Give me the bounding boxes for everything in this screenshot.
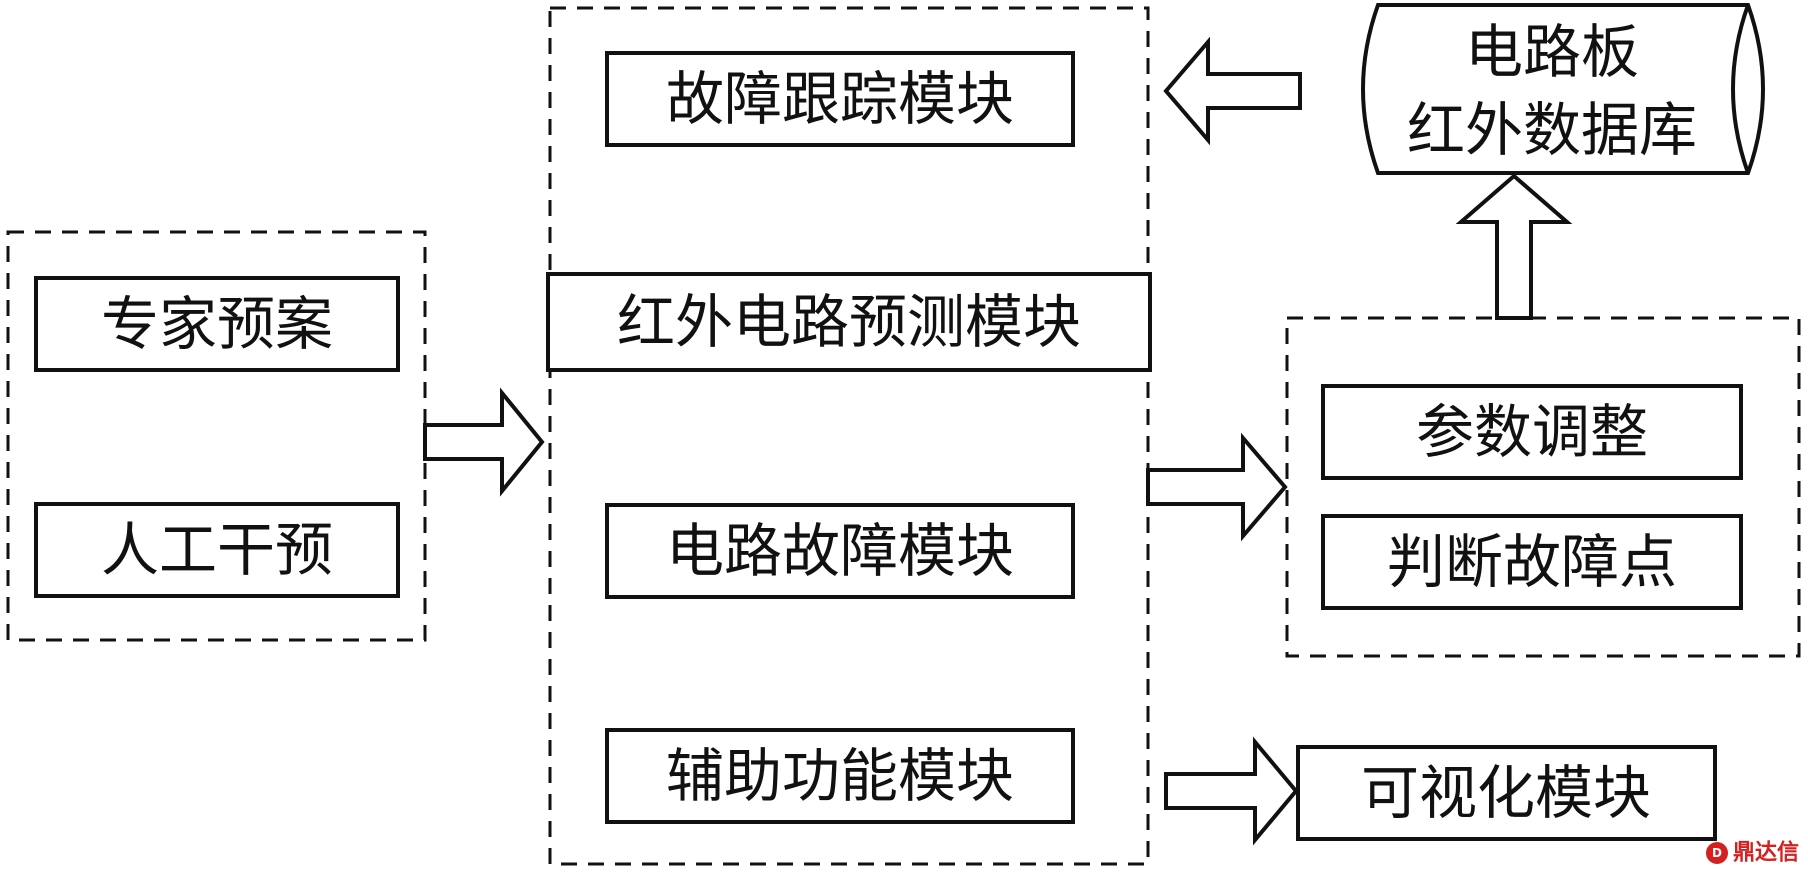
manual-intervention-node: 人工干预: [34, 502, 400, 598]
arrow-center-to-right-group: [1146, 432, 1288, 542]
auxiliary-function-node: 辅助功能模块: [605, 728, 1075, 824]
circuit-fault-node: 电路故障模块: [605, 503, 1075, 599]
manual-intervention-label: 人工干预: [101, 516, 333, 584]
watermark-logo: D 鼎达信: [1706, 840, 1799, 866]
auxiliary-function-label: 辅助功能模块: [666, 742, 1014, 810]
expert-plan-label: 专家预案: [101, 290, 333, 358]
arrow-left-to-center: [423, 387, 545, 497]
watermark-logo-icon: [1706, 842, 1728, 864]
watermark-text: 鼎达信: [1733, 840, 1799, 866]
fault-point-node: 判断故障点: [1321, 514, 1743, 610]
visualization-node: 可视化模块: [1296, 745, 1717, 841]
database-line-1: 电路板: [1465, 18, 1639, 86]
parameter-adjust-label: 参数调整: [1416, 398, 1648, 466]
right-group-frame: [1285, 316, 1801, 658]
circuit-fault-label: 电路故障模块: [666, 517, 1014, 585]
infrared-prediction-node: 红外电路预测模块: [546, 272, 1152, 372]
fault-point-label: 判断故障点: [1387, 528, 1677, 596]
arrow-auxiliary-to-visualization: [1164, 736, 1299, 846]
center-group-frame: [548, 6, 1150, 866]
svg-text:D: D: [1712, 846, 1722, 860]
arrow-database-to-tracking: [1163, 36, 1302, 146]
database-cylinder: 电路板 红外数据库: [1361, 3, 1765, 175]
expert-plan-node: 专家预案: [34, 276, 400, 372]
visualization-label: 可视化模块: [1361, 759, 1651, 827]
fault-tracking-label: 故障跟踪模块: [666, 65, 1014, 133]
database-line-2: 红外数据库: [1407, 96, 1697, 164]
fault-tracking-node: 故障跟踪模块: [605, 51, 1075, 147]
infrared-prediction-label: 红外电路预测模块: [617, 288, 1081, 356]
parameter-adjust-node: 参数调整: [1321, 384, 1743, 480]
arrow-right-group-to-database: [1455, 173, 1573, 320]
